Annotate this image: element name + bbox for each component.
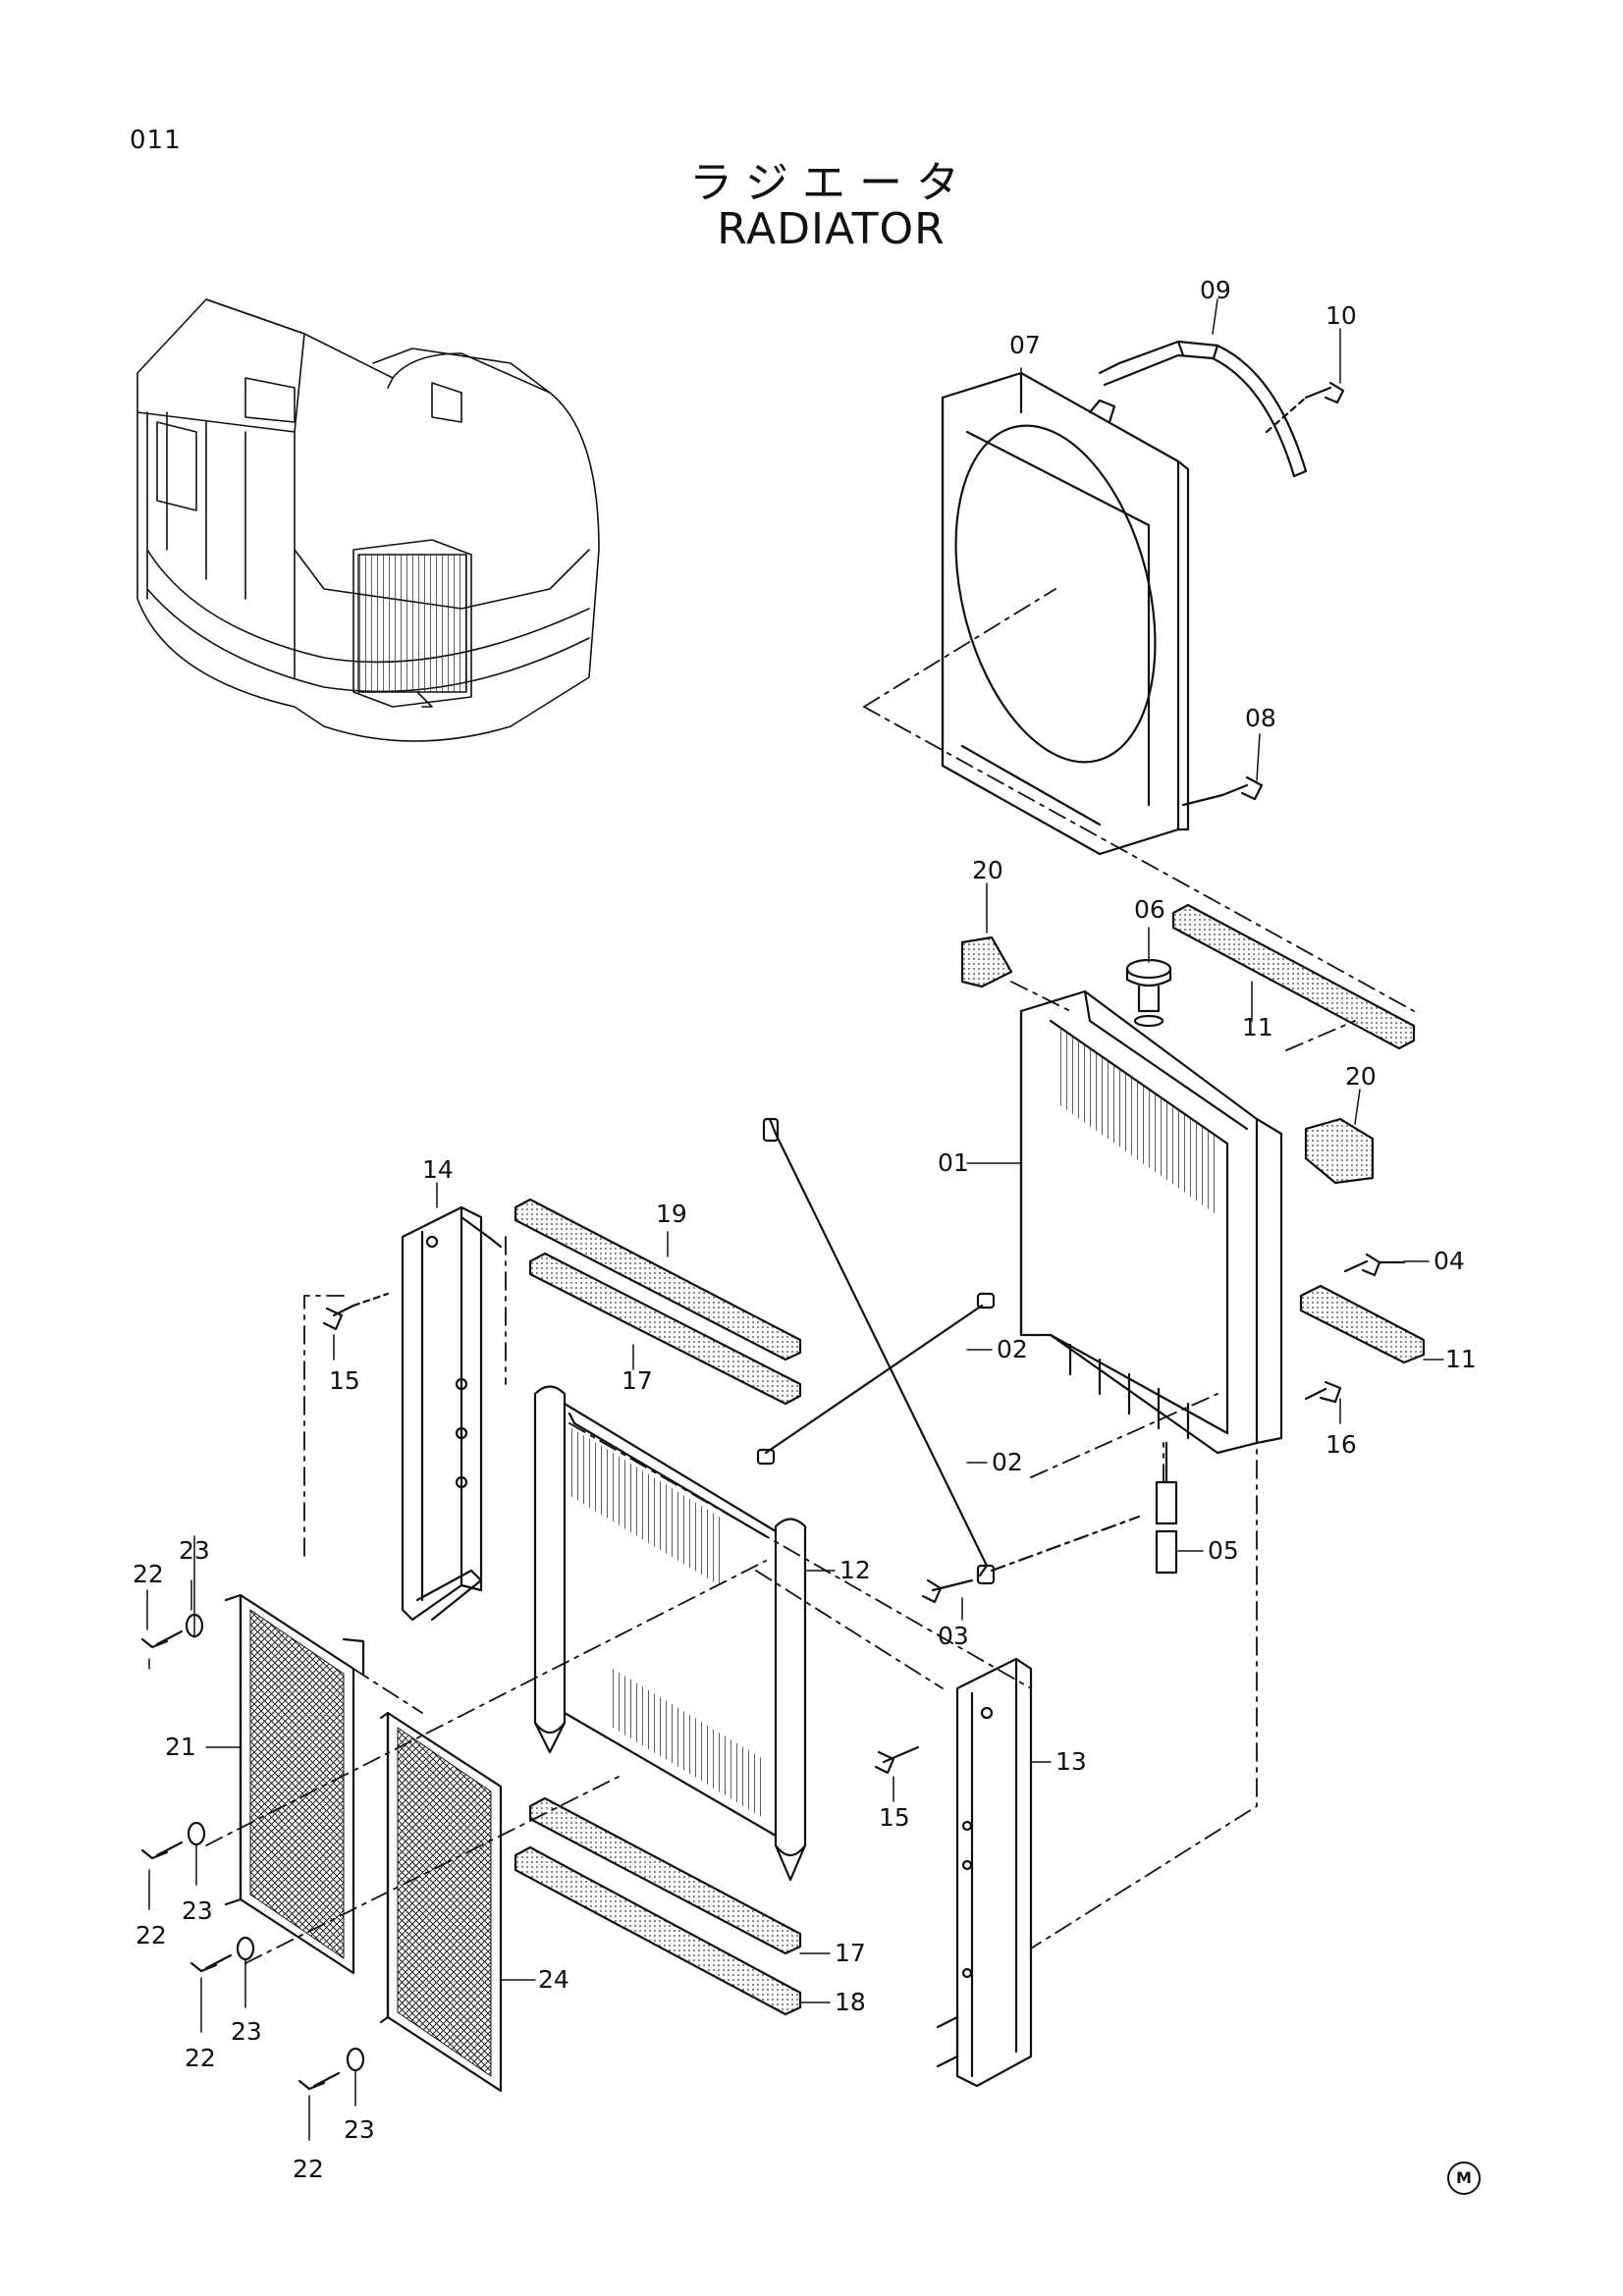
callout-15b: 15 bbox=[879, 1803, 910, 1832]
seal-strip-17-upper bbox=[528, 1252, 802, 1406]
radiator-cap bbox=[1125, 958, 1172, 1028]
callout-09: 09 bbox=[1200, 276, 1231, 304]
bolt-03 bbox=[921, 1515, 1141, 1604]
screen-21 bbox=[224, 1593, 365, 1975]
callout-19: 19 bbox=[656, 1200, 687, 1228]
callout-14: 14 bbox=[422, 1155, 454, 1184]
callout-04: 04 bbox=[1434, 1247, 1465, 1275]
callout-10: 10 bbox=[1325, 301, 1357, 330]
rubber-pad-20 bbox=[960, 935, 1375, 1185]
callout-20a: 20 bbox=[972, 856, 1003, 884]
callout-05: 05 bbox=[1208, 1536, 1239, 1565]
oil-cooler-12 bbox=[533, 1385, 807, 1882]
bolt-15-right bbox=[874, 1745, 920, 1775]
drain-hose-05 bbox=[1155, 1441, 1178, 1575]
callout-22c: 22 bbox=[185, 2044, 216, 2072]
left-hardware-leaders bbox=[148, 1535, 356, 2141]
callout-23d: 23 bbox=[344, 2115, 375, 2144]
callout-11a: 11 bbox=[1242, 1013, 1273, 1041]
seal-strip-18 bbox=[514, 1845, 802, 2016]
manufacturer-mark: M bbox=[1447, 2162, 1481, 2195]
screen-24 bbox=[379, 1711, 503, 2093]
callout-17b: 17 bbox=[835, 1939, 866, 1967]
callout-22b: 22 bbox=[135, 1921, 167, 1949]
wing-bolts-22 bbox=[140, 1629, 341, 2091]
callout-22d: 22 bbox=[293, 2155, 324, 2183]
callout-02b: 02 bbox=[992, 1448, 1023, 1476]
callout-24: 24 bbox=[538, 1965, 569, 1994]
callout-13: 13 bbox=[1055, 1747, 1087, 1776]
bolt-04 bbox=[1343, 1253, 1406, 1277]
bolt-16 bbox=[1304, 1380, 1342, 1404]
assembly-lines bbox=[205, 588, 1415, 1964]
excavator-overview bbox=[136, 298, 600, 742]
bolt-10 bbox=[1265, 381, 1345, 434]
support-stay-02 bbox=[756, 1117, 996, 1585]
callout-07: 07 bbox=[1009, 331, 1041, 359]
callout-17a: 17 bbox=[622, 1366, 653, 1395]
callout-23b: 23 bbox=[182, 1896, 213, 1925]
callout-12: 12 bbox=[839, 1556, 871, 1584]
callout-01: 01 bbox=[938, 1148, 969, 1177]
callout-11b: 11 bbox=[1445, 1345, 1477, 1373]
callout-03: 03 bbox=[938, 1622, 969, 1650]
radiator-core bbox=[1019, 989, 1283, 1455]
seal-strip-11 bbox=[1171, 903, 1426, 1364]
bolt-15-left bbox=[322, 1292, 390, 1331]
title-english: RADIATOR bbox=[717, 204, 946, 254]
callout-18: 18 bbox=[835, 1988, 866, 2016]
callout-20b: 20 bbox=[1345, 1062, 1377, 1091]
right-stay-13 bbox=[936, 1657, 1033, 2088]
fan-shroud bbox=[941, 371, 1190, 856]
callout-23c: 23 bbox=[231, 2017, 262, 2046]
title-japanese: ラジエータ bbox=[688, 158, 974, 208]
callout-02a: 02 bbox=[997, 1335, 1028, 1363]
callout-08: 08 bbox=[1245, 704, 1276, 732]
callout-21: 21 bbox=[165, 1733, 196, 1761]
callout-leaders bbox=[146, 298, 1444, 2003]
seal-strip-19 bbox=[514, 1198, 802, 1362]
callout-06: 06 bbox=[1134, 895, 1165, 924]
seal-strip-17-lower bbox=[528, 1796, 802, 1955]
callout-22a: 22 bbox=[133, 1560, 164, 1588]
washers-23 bbox=[185, 1613, 365, 2072]
bolt-08 bbox=[1181, 775, 1264, 807]
callout-15a: 15 bbox=[329, 1366, 360, 1395]
left-stay-14 bbox=[401, 1205, 503, 1622]
page-number: 011 bbox=[130, 126, 182, 155]
shroud-stay bbox=[1098, 340, 1308, 478]
callout-16: 16 bbox=[1325, 1430, 1357, 1459]
